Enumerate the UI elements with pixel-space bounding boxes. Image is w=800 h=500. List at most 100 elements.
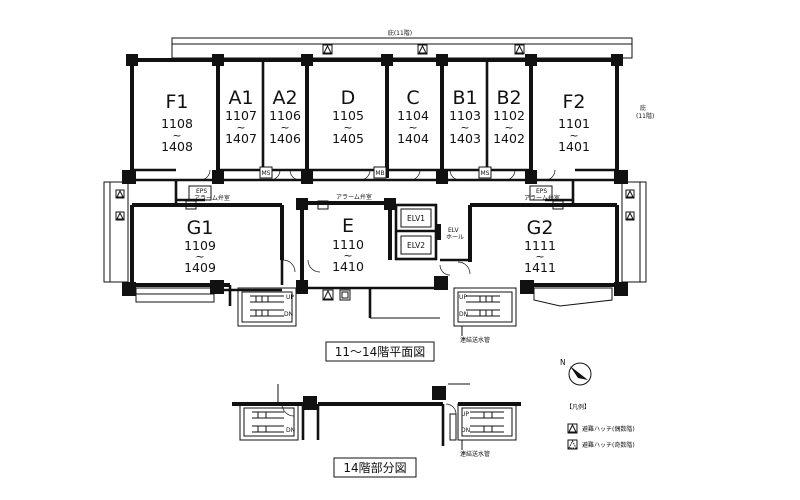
partial-stair-left [239,403,299,441]
canopy-right-label: 庇 (11階) [636,104,654,120]
unit-A1: A1 1107 ~ 1407 [225,87,257,146]
svg-text:避難ハッチ(奇数階): 避難ハッチ(奇数階) [582,441,635,449]
legend-item-odd: 避難ハッチ(奇数階) [567,439,635,450]
svg-text:アラーム弁室: アラーム弁室 [336,193,372,201]
svg-text:1104: 1104 [397,108,429,123]
svg-text:~: ~ [343,249,352,262]
structural-columns [122,54,628,296]
svg-text:(11階): (11階) [636,112,654,120]
partial-plan-14: DN UP DN 連結送水管 [232,383,521,458]
unit-B1: B1 1103 ~ 1403 [449,87,481,146]
legend-title: 【凡例】 [566,403,590,411]
svg-text:庇: 庇 [640,104,646,112]
elevator-1 [400,208,432,228]
svg-text:DN: DN [459,311,468,318]
svg-text:F2: F2 [562,91,585,113]
svg-text:連結送水管: 連結送水管 [460,450,490,458]
svg-text:UP: UP [459,294,467,301]
svg-text:ホール: ホール [446,234,464,241]
svg-text:1401: 1401 [558,139,590,154]
svg-text:MS: MS [262,170,271,177]
svg-text:1411: 1411 [524,260,556,275]
corridor-walls [174,180,575,319]
svg-text:アラーム弁室: アラーム弁室 [194,194,230,202]
svg-text:1108: 1108 [161,116,193,131]
svg-text:1404: 1404 [397,131,429,146]
svg-text:C: C [406,87,419,109]
svg-text:MS: MS [481,170,490,177]
elevator-2 [400,235,432,255]
svg-text:~: ~ [569,129,578,142]
evacuation-hatch-canopy [322,44,525,55]
svg-text:~: ~ [280,121,289,134]
svg-text:1111: 1111 [524,238,556,253]
svg-text:ELV1: ELV1 [407,214,425,223]
svg-text:1101: 1101 [558,116,590,131]
svg-text:G2: G2 [527,217,554,239]
svg-text:1408: 1408 [161,139,193,154]
unit-C: C 1104 ~ 1404 [397,87,429,146]
svg-text:B2: B2 [496,87,521,109]
svg-text:1407: 1407 [225,131,257,146]
unit-G1: G1 1109 ~ 1409 [184,217,216,275]
svg-text:1406: 1406 [269,131,301,146]
svg-text:DN: DN [286,427,295,434]
svg-text:1105: 1105 [332,108,364,123]
stair-left: UP DN [237,287,297,327]
svg-text:1107: 1107 [225,108,257,123]
svg-text:11〜14階平面図: 11〜14階平面図 [335,344,426,359]
stair-right: UP DN 連結送水管 [453,287,517,344]
legend-item-even: 避難ハッチ(偶数階) [567,423,635,434]
svg-text:DN: DN [461,427,470,434]
unit-D: D 1105 ~ 1405 [332,87,364,146]
svg-text:A2: A2 [272,87,297,109]
svg-text:~: ~ [343,121,352,134]
eps-rooms: EPS アラーム弁室 EPS アラーム弁室 アラーム弁室 [185,185,564,210]
svg-text:DN: DN [284,311,293,318]
elevator-core: ELV1 ELV2 ELV ホール [394,203,464,261]
svg-text:1410: 1410 [332,259,364,274]
svg-text:1402: 1402 [493,131,525,146]
unit-E: E 1110 ~ 1410 [332,215,364,274]
svg-text:~: ~ [504,121,513,134]
standpipe-label: 連結送水管 [460,336,490,344]
svg-text:N: N [560,358,566,367]
svg-text:~: ~ [236,121,245,134]
unit-A2: A2 1106 ~ 1406 [269,87,301,146]
partial-stair-right [457,403,517,441]
bottom-balconies [135,287,613,307]
svg-text:1109: 1109 [184,238,216,253]
svg-text:1409: 1409 [184,260,216,275]
ms-box-left [259,166,273,179]
svg-text:~: ~ [460,121,469,134]
side-balconies [103,181,647,283]
svg-text:A1: A1 [228,87,253,109]
svg-text:ELV2: ELV2 [407,241,425,250]
svg-text:F1: F1 [165,91,188,113]
svg-text:~: ~ [408,121,417,134]
svg-text:アラーム弁室: アラーム弁室 [524,194,560,202]
svg-text:1106: 1106 [269,108,301,123]
meter-boxes: MS MB MS [259,166,492,179]
svg-text:避難ハッチ(偶数階): 避難ハッチ(偶数階) [582,425,635,433]
svg-text:1405: 1405 [332,131,364,146]
svg-text:EPS: EPS [196,188,207,195]
svg-text:~: ~ [535,250,544,263]
svg-text:1103: 1103 [449,108,481,123]
legend: 【凡例】 避難ハッチ(偶数階) 避難ハッチ(奇数階) [566,403,635,450]
svg-text:MB: MB [375,170,384,177]
caption-plan-11-14: 11〜14階平面図 [325,341,435,362]
svg-text:D: D [341,87,356,109]
svg-text:14階部分図: 14階部分図 [343,460,406,475]
svg-text:UP: UP [286,294,294,301]
unit-B2: B2 1102 ~ 1402 [493,87,525,146]
canopy-top-label: 庇(11階) [388,29,412,37]
svg-text:~: ~ [195,250,204,263]
elv-hall-label: ELV [448,227,459,234]
svg-text:UP: UP [461,411,469,418]
unit-F1: F1 1108 ~ 1408 [161,91,193,154]
unit-G2: G2 1111 ~ 1411 [524,217,556,275]
svg-text:1403: 1403 [449,131,481,146]
